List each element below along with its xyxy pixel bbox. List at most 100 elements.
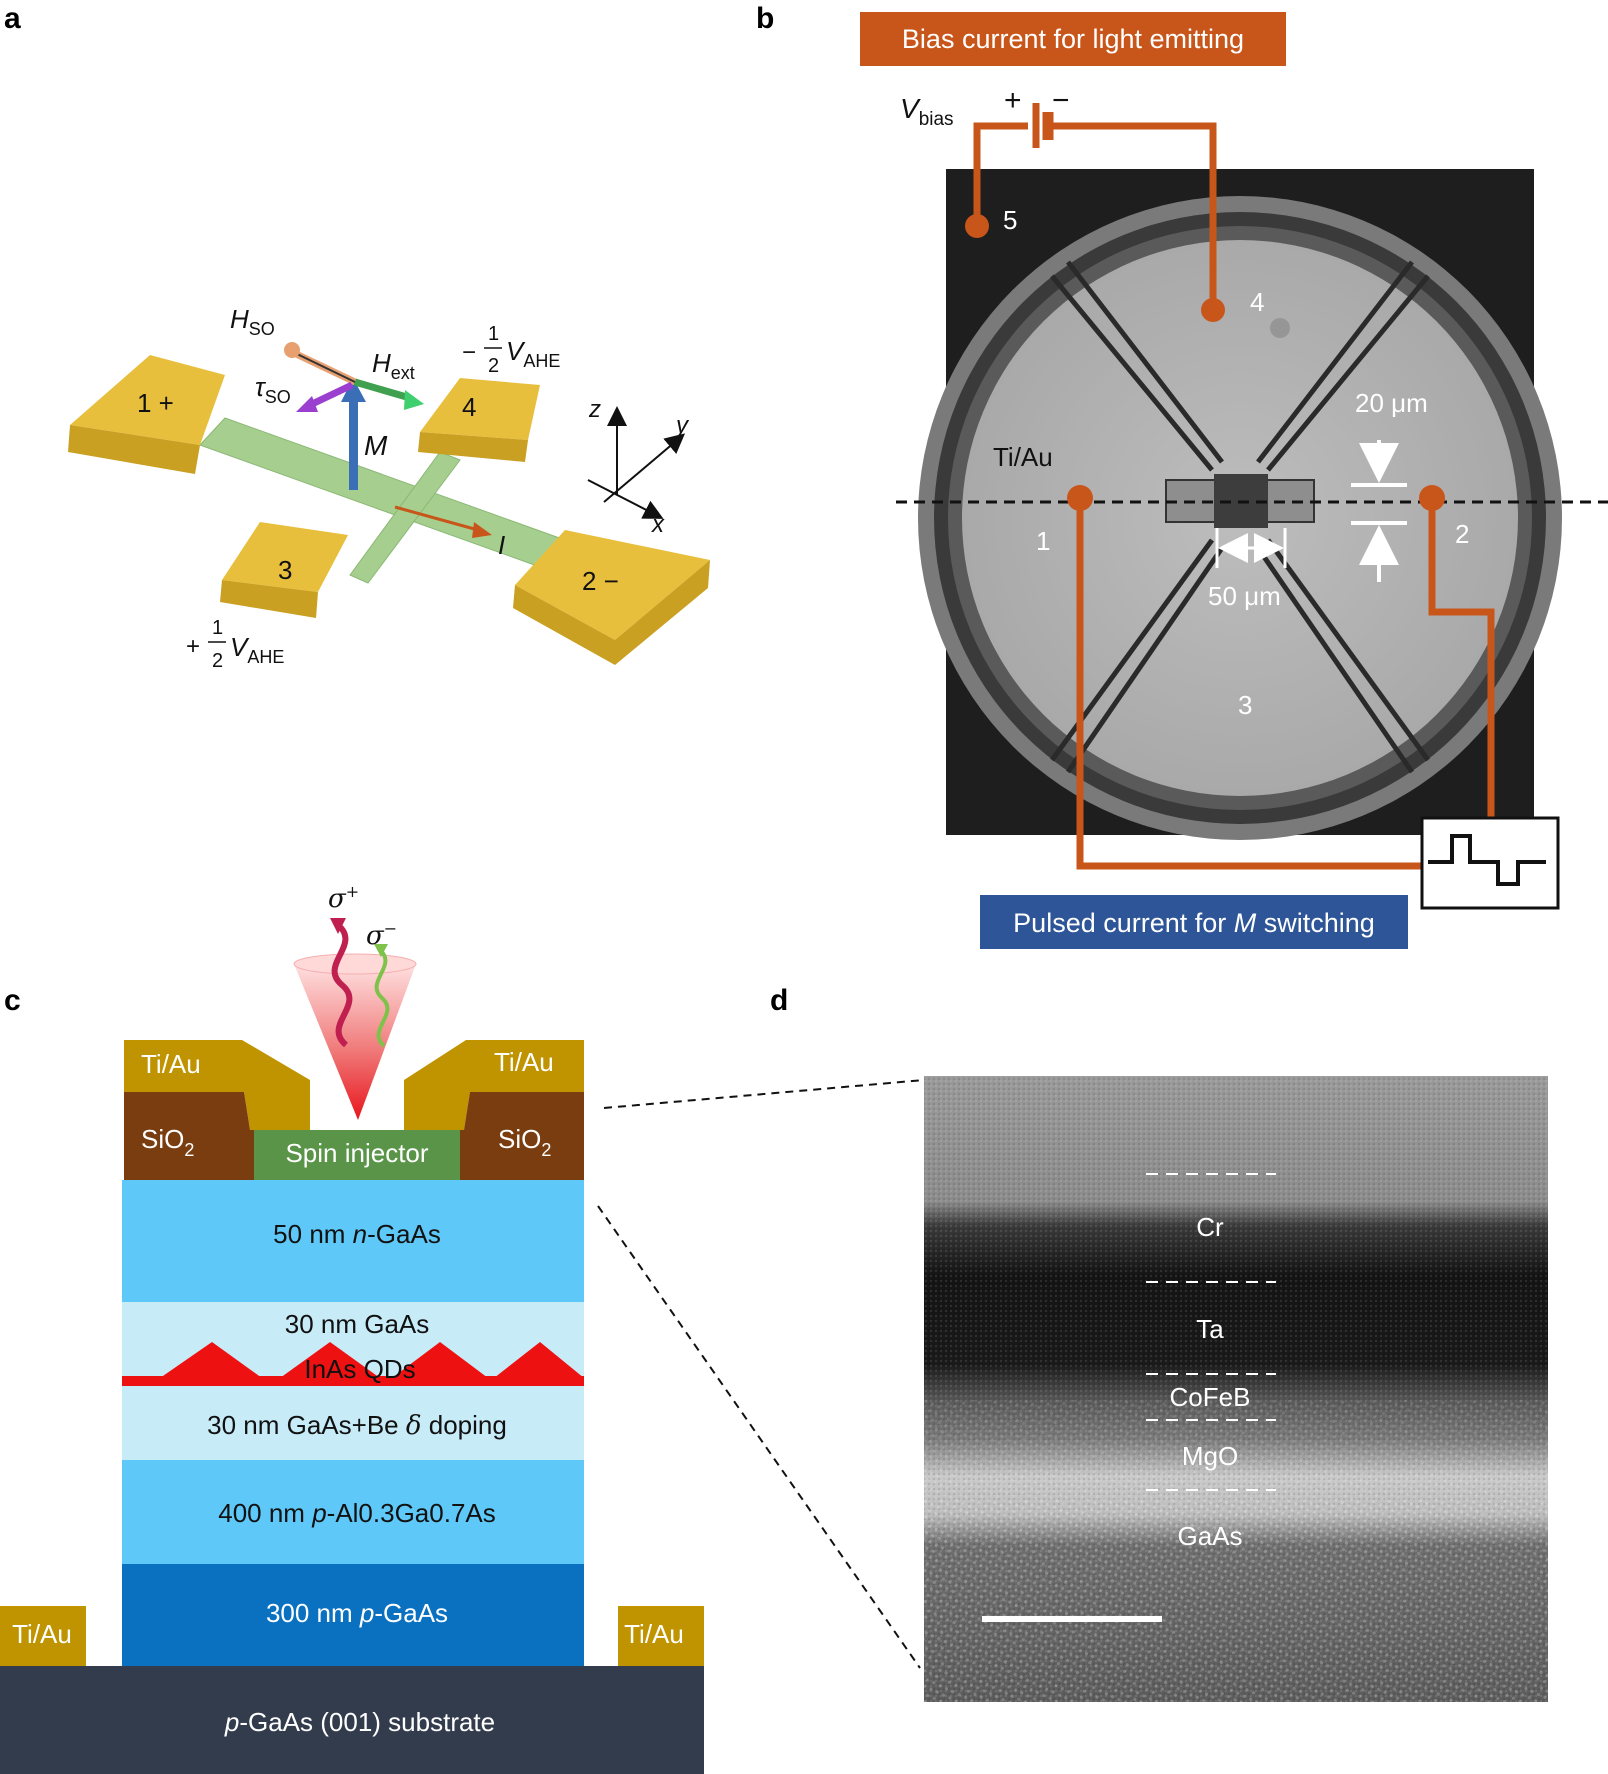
terminal-3: 3 xyxy=(1238,690,1252,720)
panel-c-layer-stack: σ+ σ− Ti/Au Ti/Au SiO2 SiO2 Spin injecto… xyxy=(0,882,925,1774)
pulsed-current-box xyxy=(980,895,1408,949)
dim-20um-label: 20 μm xyxy=(1355,388,1428,418)
dim-50um-label: 50 μm xyxy=(1208,581,1281,611)
layer-p-gaas xyxy=(122,1564,584,1666)
layer-substrate-label: p-GaAs (001) substrate xyxy=(224,1707,495,1737)
pad-2: 2 − xyxy=(513,530,710,665)
h-so-arrow xyxy=(284,342,357,386)
sio2-left xyxy=(124,1092,256,1180)
layer-algaas xyxy=(122,1460,584,1564)
ti-au-top-left xyxy=(124,1040,310,1130)
pulse-wires xyxy=(1076,498,1495,870)
tem-label-cr: Cr xyxy=(1196,1212,1224,1242)
sigma-minus-label: σ− xyxy=(366,919,397,951)
pad-4-label: 4 xyxy=(462,392,476,422)
layer-be-doping-label: 30 nm GaAs+Be δ doping xyxy=(207,1410,507,1441)
v-ahe-plus-label: + 1 2 VAHE xyxy=(186,617,284,672)
panel-d-tem-image: Cr Ta CoFeB MgO GaAs xyxy=(924,1076,1548,1702)
magnetization-arrow xyxy=(341,378,366,490)
svg-text:2: 2 xyxy=(488,355,499,377)
pad-1-label: 1 + xyxy=(137,388,174,418)
pad-3-label: 3 xyxy=(278,555,292,585)
pulse-waveform-icon xyxy=(1428,834,1546,886)
pad-4: 4 xyxy=(418,378,540,462)
layer-be-doping xyxy=(122,1386,584,1462)
coordinate-axes xyxy=(587,406,686,519)
panel-label-d: d xyxy=(770,984,788,1017)
emission-cone xyxy=(294,964,416,1120)
layer-n-gaas xyxy=(122,1180,584,1302)
ti-au-bottom-right xyxy=(618,1606,704,1666)
terminal-1: 1 xyxy=(1036,526,1050,556)
svg-text:VAHE: VAHE xyxy=(506,336,560,371)
layer-inas-wetting xyxy=(122,1376,584,1386)
panel-a-hall-bar-schematic: 1 + 4 3 2 − M xyxy=(68,304,710,672)
panel-b-device-micrograph: Bias current for light emitting xyxy=(860,12,1608,949)
zoom-line-top xyxy=(603,1079,925,1109)
v-ahe-minus-label: − 1 2 VAHE xyxy=(462,323,560,377)
axis-z-label: z xyxy=(588,396,601,423)
pad-2-label: 2 − xyxy=(582,566,619,596)
sigma-plus-label: σ+ xyxy=(328,882,359,914)
terminal-5: 5 xyxy=(1003,205,1017,235)
axis-y-label: y xyxy=(674,412,690,439)
pad-3: 3 xyxy=(220,522,348,618)
tem-label-gaas: GaAs xyxy=(1177,1521,1242,1551)
m-label: M xyxy=(364,430,388,461)
ti-au-label-b: Ti/Au xyxy=(993,442,1053,472)
v-bias-label: Vbias xyxy=(900,93,954,130)
current-arrow xyxy=(394,505,492,538)
pad-1: 1 + xyxy=(68,355,225,474)
svg-text:2: 2 xyxy=(212,650,223,672)
ti-au-label-right: Ti/Au xyxy=(494,1047,554,1077)
tem-label-cofeb: CoFeB xyxy=(1170,1382,1251,1412)
axis-x-label: x xyxy=(651,511,665,538)
svg-text:−: − xyxy=(462,339,476,366)
terminal-4: 4 xyxy=(1250,287,1264,317)
battery-plus: + xyxy=(1004,84,1022,117)
h-ext-label: Hext xyxy=(372,348,415,383)
tem-label-ta: Ta xyxy=(1196,1314,1224,1344)
spin-injector-label: Spin injector xyxy=(285,1138,428,1168)
bias-wires xyxy=(973,103,1217,310)
panel-label-b: b xyxy=(756,2,774,35)
ti-au-label-left: Ti/Au xyxy=(141,1049,201,1079)
ti-au-bottom-left xyxy=(0,1606,86,1666)
layer-n-gaas-label: 50 nm n-GaAs xyxy=(273,1219,441,1249)
panel-label-c: c xyxy=(4,984,21,1017)
h-so-label: HSO xyxy=(230,304,275,339)
ti-au-top-right xyxy=(404,1040,584,1130)
panel-label-a: a xyxy=(4,2,21,35)
terminal-2: 2 xyxy=(1455,519,1469,549)
layer-substrate xyxy=(0,1666,704,1774)
tem-interfaces xyxy=(1146,1173,1276,1491)
sio2-label-right: SiO2 xyxy=(498,1124,551,1160)
layer-algaas-label: 400 nm p-Al0.3Ga0.7As xyxy=(218,1498,496,1528)
inas-quantum-dots xyxy=(160,1342,584,1378)
sigma-minus-wave xyxy=(374,948,390,1048)
layer-gaas-30nm-label: 30 nm GaAs xyxy=(285,1309,430,1339)
svg-text:+: + xyxy=(186,633,200,660)
tem-label-mgo: MgO xyxy=(1182,1441,1238,1471)
tau-so-label: τSO xyxy=(255,372,291,407)
svg-text:1: 1 xyxy=(488,323,499,345)
sio2-right xyxy=(458,1092,584,1180)
layer-inas-qd-label: InAs QDs xyxy=(304,1354,415,1384)
layer-p-gaas-label: 300 nm p-GaAs xyxy=(266,1598,448,1628)
h-ext-arrow xyxy=(354,378,424,410)
bias-current-box xyxy=(860,12,1286,66)
battery-minus: − xyxy=(1052,84,1070,117)
dimension-50um xyxy=(1215,528,1287,568)
tem-scale-bar xyxy=(982,1616,1162,1622)
current-label: I xyxy=(498,530,505,560)
ti-au-label-bottom-left: Ti/Au xyxy=(12,1619,72,1649)
sigma-plus-wave xyxy=(331,922,353,1048)
bias-current-label: Bias current for light emitting xyxy=(902,24,1244,54)
hall-bar-crossbar xyxy=(349,451,461,584)
svg-text:VAHE: VAHE xyxy=(230,632,284,667)
pulsed-current-label: Pulsed current for M switching xyxy=(1013,908,1375,938)
spin-injector-layer xyxy=(254,1130,460,1180)
svg-text:1: 1 xyxy=(212,617,223,639)
ti-au-label-bottom-right: Ti/Au xyxy=(624,1619,684,1649)
